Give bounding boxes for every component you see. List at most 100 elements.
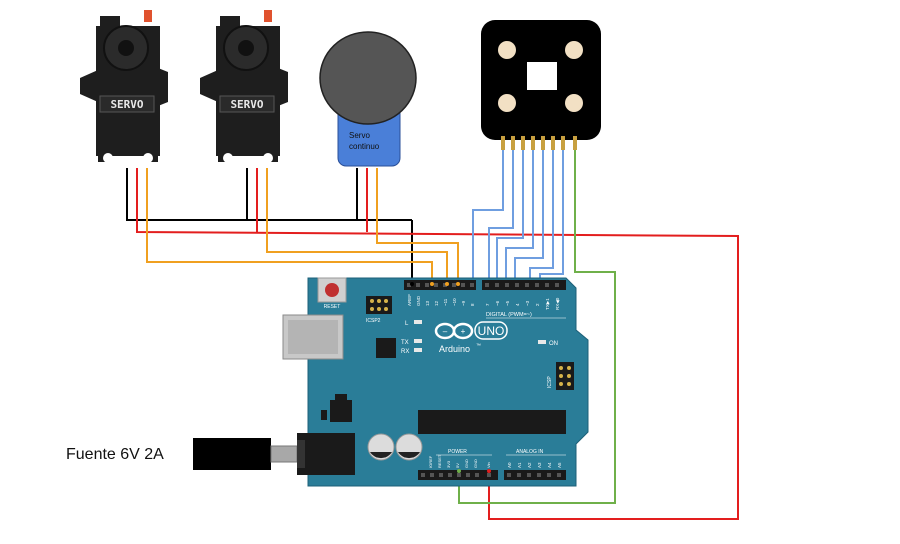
- continuous-servo: Servo continuo: [319, 31, 417, 167]
- sensor-chip: [527, 62, 557, 90]
- logo-minus: –: [443, 327, 448, 336]
- digital-label: DIGITAL (PWM=~): [486, 312, 532, 318]
- pin-label: 4: [515, 303, 520, 306]
- bottom-header-pins: [421, 473, 561, 477]
- servo-1: SERVO: [80, 10, 168, 163]
- pin-label: Vin: [486, 462, 491, 468]
- servo-ear-right: [158, 68, 168, 106]
- servo-screw-left: [223, 153, 233, 163]
- arduino-uno: RESET ICSP2 AREF GND 13 12 ~11 ~10 ~9 8 …: [282, 277, 589, 487]
- analog-label: ANALOG IN: [516, 449, 544, 455]
- led-l-label: L: [405, 321, 409, 327]
- pin-label: A2: [527, 462, 532, 468]
- power-label: POWER: [448, 449, 467, 455]
- wire-signal-cont: [376, 168, 459, 283]
- servo-horn: [144, 10, 152, 22]
- arduino-logo: – + UNO Arduino ™: [434, 321, 508, 354]
- led-rx: [414, 348, 422, 352]
- pin-label: ~11: [443, 298, 448, 306]
- pin-label: 13: [425, 300, 430, 306]
- servo-label: SERVO: [230, 98, 263, 111]
- power-plug-tip: [270, 445, 298, 463]
- servo-shaft: [118, 40, 134, 56]
- dc-jack: [297, 433, 355, 475]
- arduino-brand: Arduino: [439, 344, 470, 354]
- icsp2-label: ICSP2: [366, 318, 381, 324]
- cont-servo-label-line1: Servo: [349, 131, 370, 140]
- logo-infinity-right: [452, 322, 474, 340]
- servo-base: [98, 148, 158, 162]
- servo-screw-right: [143, 153, 153, 163]
- led-tx: [414, 339, 422, 343]
- pin-label: 7: [485, 303, 490, 306]
- servo-ear-left: [80, 70, 98, 102]
- dc-jack-face: [297, 440, 305, 468]
- sensor-led-tr: [565, 41, 583, 59]
- cont-servo-label-line2: continuo: [349, 142, 380, 151]
- pin-label: ~3: [525, 300, 530, 306]
- wire-power-servo1: [136, 168, 739, 520]
- power-plug-body: [193, 438, 271, 470]
- wire-ground-servo1: [126, 168, 412, 221]
- wire-signal-servo1: [146, 168, 433, 283]
- atmega-chip: [418, 410, 566, 434]
- voltage-regulator: [330, 400, 352, 422]
- uno-label: UNO: [478, 324, 505, 338]
- capacitor-1: [367, 433, 395, 461]
- pin-label: AREF: [407, 294, 412, 306]
- icsp2-header: [366, 296, 392, 314]
- pin-label: 5V: [455, 463, 460, 468]
- sensor-led-tl: [498, 41, 516, 59]
- pin-label: ~10: [452, 298, 457, 306]
- wire-signal-servo2: [266, 168, 448, 283]
- sensor-led-br: [565, 94, 583, 112]
- pin-label: RESET: [437, 454, 442, 468]
- wire-terminals: [410, 282, 491, 473]
- wire-sensor-4: [505, 150, 534, 283]
- digital-pin-labels: AREF GND 13 12 ~11 ~10 ~9 8 7 ~6 ~5 4 ~3…: [407, 294, 560, 310]
- pin-label: 2: [535, 303, 540, 306]
- analog-header: [504, 470, 566, 480]
- wires: [126, 150, 739, 520]
- wire-green: [458, 150, 616, 504]
- icsp-header: [556, 362, 574, 390]
- reset-label: RESET: [324, 304, 341, 310]
- logo-plus: +: [461, 327, 466, 336]
- servo-label-plate: [219, 95, 275, 113]
- pin-label: RX◀0: [555, 297, 560, 310]
- wire-sensor-1: [472, 150, 504, 283]
- servo-screw-right: [263, 153, 273, 163]
- power-supply-label: Fuente 6V 2A: [66, 446, 164, 463]
- pin-label: A3: [537, 462, 542, 468]
- led-on-label: ON: [549, 341, 558, 347]
- pin-label: GND: [416, 295, 421, 306]
- pin-label: GND: [464, 459, 469, 468]
- usb-inner: [288, 320, 338, 354]
- led-l: [414, 320, 422, 324]
- pin-label: A5: [557, 462, 562, 468]
- power-supply: Fuente 6V 2A: [66, 438, 298, 470]
- led-rx-label: RX: [401, 349, 409, 355]
- pin-label: ~9: [461, 300, 466, 306]
- servo-horn: [264, 10, 272, 22]
- led-tx-label: TX: [401, 340, 409, 346]
- pin-label: A1: [517, 462, 522, 468]
- digital-header-pins: [407, 283, 559, 287]
- servo-ear-right: [278, 68, 288, 106]
- servo-label: SERVO: [110, 98, 143, 111]
- pin-label: GND: [473, 459, 478, 468]
- pin-label: 3V3: [446, 460, 451, 468]
- pin-label: A0: [507, 462, 512, 468]
- reset-button-cap: [325, 283, 339, 297]
- pin-label: A4: [547, 462, 552, 468]
- sensor-pins: [501, 136, 577, 150]
- servo-2: SERVO: [200, 10, 288, 163]
- servo-ear-left: [200, 70, 218, 102]
- digital-header-right: [482, 280, 566, 290]
- pin-label: 8: [470, 303, 475, 306]
- wire-sensor-6: [529, 150, 554, 283]
- wire-sensor-5: [514, 150, 544, 283]
- cont-servo-disc: [319, 31, 417, 125]
- servo-screw-left: [103, 153, 113, 163]
- usb-chip: [376, 338, 396, 358]
